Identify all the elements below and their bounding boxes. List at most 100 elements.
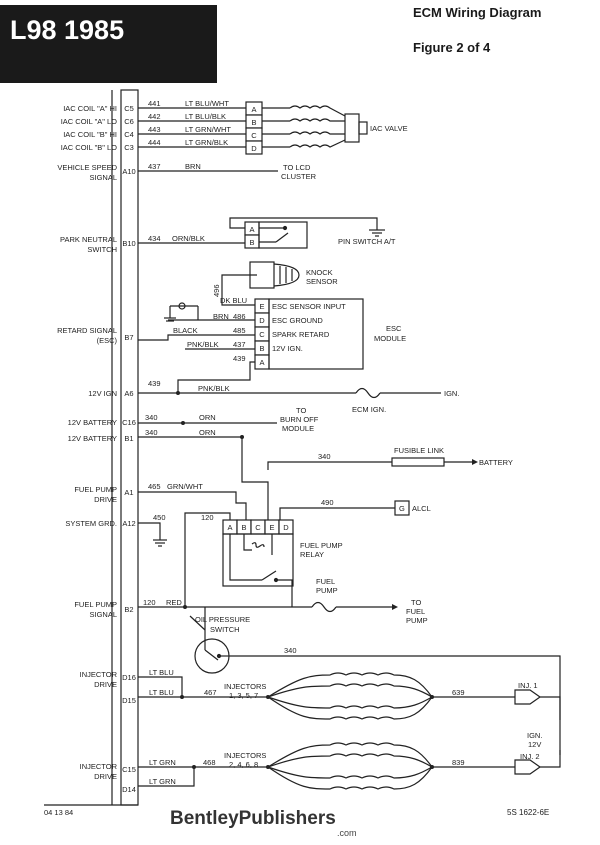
- iac-valve-label: IAC VALVE: [370, 124, 408, 133]
- injector-bank-2: [267, 742, 433, 790]
- footer-code: 5S 1622-6E: [507, 808, 550, 817]
- wire-441-num: 441: [148, 99, 161, 108]
- wire-442-color: LT BLU/BLK: [185, 112, 226, 121]
- inj2-connector: [514, 750, 561, 775]
- ign12-label-2: 12V: [528, 740, 541, 749]
- junction-340a: [181, 421, 185, 425]
- injectors-a-label-2: 1, 3, 5, 7: [229, 691, 258, 700]
- wire-439b-num: 439: [233, 354, 246, 363]
- iac-pin-c-label: C: [251, 131, 257, 140]
- figure-number: Figure 2 of 4: [413, 40, 491, 55]
- pin-a12: A12: [122, 519, 135, 528]
- ign-label: IGN.: [444, 389, 459, 398]
- wire-496-num: 496: [212, 284, 221, 297]
- pin-a6: A6: [124, 389, 133, 398]
- pin-switch-label: PIN SWITCH A/T: [338, 237, 396, 246]
- pin-switch-a: A: [249, 225, 254, 234]
- wire-ltgrn2-color: LT GRN: [149, 777, 176, 786]
- pin-c15: C15: [122, 765, 136, 774]
- relay-pin-b: B: [241, 523, 246, 532]
- ops-label-1: OIL PRESSURE: [195, 615, 250, 624]
- pin-b10: B10: [122, 239, 135, 248]
- to-fuel-3: PUMP: [406, 616, 428, 625]
- wire-486-num: 486: [233, 312, 246, 321]
- esc-label-2: MODULE: [374, 334, 406, 343]
- ecm-signal-labels: IAC COIL "A" HI IAC COIL "A" LO IAC COIL…: [57, 104, 117, 781]
- wire-120b-color: RED: [166, 598, 182, 607]
- injectors-b-label-2: 2, 4, 6, 8: [229, 760, 258, 769]
- to-fuel-pump-arrow: [392, 604, 398, 610]
- signal-fpd-2: DRIVE: [94, 495, 117, 504]
- wire-437b-num: 437: [233, 340, 246, 349]
- signal-pns-2: SWITCH: [87, 245, 117, 254]
- injectors-b-label-1: INJECTORS: [224, 751, 266, 760]
- wire-490: [279, 507, 395, 520]
- ecm-ign-label: ECM IGN.: [352, 405, 386, 414]
- wire-839-num: 839: [452, 758, 465, 767]
- signal-fps-1: FUEL PUMP: [74, 600, 117, 609]
- wire-434-num: 434: [148, 234, 161, 243]
- ecm-pin-labels: C5 C6 C4 C3 A10 B10 B7 A6 C16 B1 A1 A12 …: [122, 104, 136, 794]
- fuel-pump-relay: A B C E D FUEL PUMP RELAY: [222, 519, 343, 590]
- signal-pns-1: PARK NEUTRAL: [60, 235, 117, 244]
- signal-retard-2: (ESC): [97, 336, 118, 345]
- burn-label-1: TO: [296, 406, 306, 415]
- wire-120-num: 120: [201, 513, 214, 522]
- pin-d15: D15: [122, 696, 136, 705]
- iac-pin-b-label: B: [251, 118, 256, 127]
- esc-label-1: ESC: [386, 324, 402, 333]
- iac-pin-d-label: D: [251, 144, 257, 153]
- wire-340b: [138, 436, 269, 520]
- pin-c16: C16: [122, 418, 136, 427]
- wire-485-color: BLACK: [173, 326, 198, 335]
- pin-b1: B1: [124, 434, 133, 443]
- oil-pressure-switch: [189, 615, 230, 674]
- ops-label-2: SWITCH: [210, 625, 240, 634]
- pin-c3: C3: [124, 143, 134, 152]
- burn-label-2: BURN OFF: [280, 415, 319, 424]
- inj1-connector: [514, 689, 561, 720]
- wire-468-num: 468: [203, 758, 216, 767]
- alcl-g: G: [399, 504, 405, 513]
- wires: [138, 107, 561, 787]
- knock-sensor: [249, 261, 300, 289]
- battery-wire-labels: 340 ORN 340 ORN 340: [145, 413, 331, 461]
- to-fuel-1: TO: [411, 598, 421, 607]
- wire-inj-ltblu1: [138, 676, 183, 697]
- wire-340c-num: 340: [318, 452, 331, 461]
- fuel-pump-fuse: [311, 601, 337, 613]
- signal-12v-ign: 12V IGN: [88, 389, 117, 398]
- ecm-ign-fuse: [355, 387, 381, 399]
- esc-pin-c: C: [259, 330, 265, 339]
- wire-ltgrn1-color: LT GRN: [149, 758, 176, 767]
- wire-485: [138, 334, 255, 341]
- iac-pin-a-label: A: [251, 105, 256, 114]
- signal-iac-b-lo: IAC COIL "B" LO: [61, 143, 117, 152]
- wire-ltblu1-color: LT BLU: [149, 668, 174, 677]
- wire-120: [184, 512, 231, 607]
- title-block: L98 1985: [0, 5, 217, 83]
- wire-ltblu2-color: LT BLU: [149, 688, 174, 697]
- fuel-pump-wire-labels: 465 GRN/WHT 490 450 120: [148, 482, 334, 522]
- ecm-body: [44, 89, 139, 806]
- publisher-domain: .com: [337, 828, 357, 838]
- esc-module: E D C B A ESC SENSOR INPUT ESC GROUND SP…: [254, 298, 406, 370]
- wire-340a-num: 340: [145, 413, 158, 422]
- wire-120b-num: 120: [143, 598, 156, 607]
- wire-437-color: BRN: [185, 162, 201, 171]
- wire-485-num: 485: [233, 326, 246, 335]
- esc-pin-d: D: [259, 316, 265, 325]
- wire-444-num: 444: [148, 138, 161, 147]
- pin-b2: B2: [124, 605, 133, 614]
- signal-system-grd: SYSTEM GRD.: [65, 519, 117, 528]
- esc-pin-b: B: [259, 344, 264, 353]
- wire-pin-switch-ground: [229, 217, 378, 229]
- relay-pin-d: D: [283, 523, 289, 532]
- wire-450: [138, 522, 161, 540]
- iac-wire-labels: 441 LT BLU/WHT 442 LT BLU/BLK 443 LT GRN…: [148, 99, 231, 171]
- wire-434-color: ORN/BLK: [172, 234, 205, 243]
- signal-12v-battery-1: 12V BATTERY: [68, 418, 117, 427]
- signal-inj-drive-2a: INJECTOR: [80, 762, 118, 771]
- wire-496: [221, 274, 257, 306]
